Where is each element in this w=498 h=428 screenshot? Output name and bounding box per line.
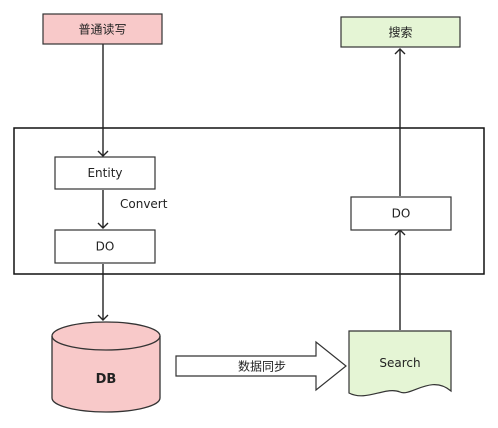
database-cylinder-top <box>51 335 161 351</box>
search-box <box>340 16 461 48</box>
do-left-label: DO <box>96 240 115 254</box>
entity-node: Entity <box>54 156 156 190</box>
normal-read-write-label: 普通读写 <box>78 23 126 37</box>
do-right-node: DO <box>350 196 452 231</box>
entity-box <box>54 156 156 190</box>
search-document-node: Search <box>348 330 452 397</box>
search-node: 搜索 <box>340 16 461 48</box>
database-label: DB <box>96 372 117 387</box>
entity-label: Entity <box>87 166 122 180</box>
search-document-shape <box>348 330 452 397</box>
normal-read-write-node: 普通读写 <box>42 13 163 45</box>
search-label: 搜索 <box>388 25 412 40</box>
do-left-node: DO <box>54 229 156 264</box>
data-sync-label: 数据同步 <box>238 359 286 374</box>
application-layer-frame <box>13 127 485 275</box>
normal-read-write-box <box>42 13 163 45</box>
data-sync-block-arrow <box>175 340 347 392</box>
do-right-box <box>350 196 452 231</box>
do-left-box <box>54 229 156 264</box>
search-document-label: Search <box>379 356 420 370</box>
do-right-label: DO <box>392 207 411 221</box>
database-node: DB <box>51 321 161 413</box>
convert-label: Convert <box>120 197 168 211</box>
database-cylinder-body <box>51 321 161 413</box>
